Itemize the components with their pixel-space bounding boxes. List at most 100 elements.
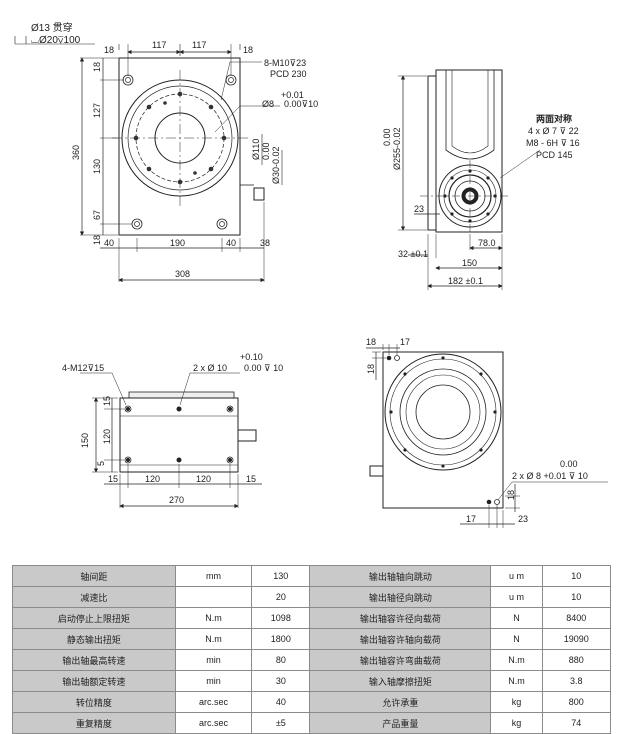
spec-value-cell: 10 <box>541 586 612 608</box>
spec-unit-cell: u m <box>490 586 543 608</box>
spec-unit-cell: arc.sec <box>174 712 253 734</box>
spec-unit-cell: arc.sec <box>174 691 253 713</box>
spec-value-cell: ±5 <box>251 712 311 734</box>
side-housing <box>435 69 503 233</box>
bottom-right-dim-side: 18 <box>366 364 376 374</box>
bottom-left-dim-bottom-4: 15 <box>246 474 256 484</box>
spec-unit-cell: kg <box>490 691 543 713</box>
side-note-line-2: M8 - 6H ⊽ 16 <box>526 138 580 148</box>
spec-unit-cell: N <box>490 607 543 629</box>
side-note-title: 两面对称 <box>536 113 572 124</box>
spec-label-cell: 静态输出扭矩 <box>12 628 176 650</box>
spec-label-cell: 重复精度 <box>12 712 176 734</box>
bottom-left-tol-lower: 0.00 ⊽ 10 <box>244 363 283 373</box>
front-dia-30-tol: 0.00 <box>261 142 271 160</box>
front-dia-110: Ø110 <box>251 139 261 160</box>
bottom-left-tol-upper: +0.10 <box>240 352 263 362</box>
spec-unit-cell: kg <box>490 712 543 734</box>
front-dim-bottom-3: 40 <box>226 238 236 248</box>
spec-unit-cell: min <box>174 649 253 671</box>
spec-label-cell: 输出轴容许径向载荷 <box>309 607 492 629</box>
front-callout-m10: 8-M10⊽23 <box>264 58 306 68</box>
front-dim-left-1: 18 <box>92 62 102 72</box>
spec-unit-cell: mm <box>174 565 253 587</box>
bottom-right-dim-top-1: 18 <box>366 337 376 347</box>
spec-value-cell: 880 <box>541 649 612 671</box>
front-view <box>14 36 283 283</box>
bottom-left-callout-pin: 2 x Ø 10 <box>193 363 227 373</box>
spec-value-cell: 74 <box>541 712 612 734</box>
bottom-right-view <box>366 344 608 528</box>
side-note-line-3: PCD 145 <box>536 150 573 160</box>
front-hole-note-2: ⌴Ø20⊽100 <box>31 35 81 46</box>
spec-label-cell: 输出轴容许轴向载荷 <box>309 628 492 650</box>
bottom-left-callout-m12: 4-M12⊽15 <box>62 363 104 373</box>
spec-label-cell: 输出轴容许弯曲载荷 <box>309 649 492 671</box>
spec-value-cell: 1098 <box>251 607 311 629</box>
spec-value-cell: 80 <box>251 649 311 671</box>
side-dim-150: 150 <box>462 258 477 268</box>
spec-unit-cell: min <box>174 670 253 692</box>
bottom-left-dim-left-1: 15 <box>102 396 112 406</box>
front-dim-top-3: 117 <box>192 40 206 50</box>
bottom-left-dim-left-4: 5 <box>96 461 106 466</box>
spec-label-cell: 输出轴额定转速 <box>12 670 176 692</box>
spec-label-cell: 减速比 <box>12 586 176 608</box>
side-dim-32: 32 ±0.1 <box>398 249 428 259</box>
front-dim-bottom-1: 40 <box>104 238 114 248</box>
side-dim-182: 182 ±0.1 <box>448 276 483 286</box>
bottom-right-tol-upper: 0.00 <box>560 459 578 469</box>
front-tol-upper: +0.01 <box>281 90 304 100</box>
side-dia-tol: 0.00 <box>382 128 392 146</box>
spec-value-cell: 800 <box>541 691 612 713</box>
spec-value-cell: 30 <box>251 670 311 692</box>
spec-unit-cell: N.m <box>490 670 543 692</box>
spec-value-cell: 19090 <box>541 628 612 650</box>
spec-value-cell: 130 <box>251 565 311 587</box>
spec-label-cell: 输出轴轴向跳动 <box>309 565 492 587</box>
spec-value-cell: 3.8 <box>541 670 612 692</box>
spec-label-cell: 允许承重 <box>309 691 492 713</box>
spec-value-cell: 1800 <box>251 628 311 650</box>
front-hole-note-1: Ø13 贯穿 <box>31 21 73 34</box>
spec-unit-cell: N.m <box>174 628 253 650</box>
side-note-line-1: 4 x Ø 7 ⊽ 22 <box>528 126 579 136</box>
spec-unit-cell <box>174 586 253 608</box>
front-body-outline <box>118 57 241 236</box>
side-left-shoulder <box>427 75 437 231</box>
spec-value-cell: 40 <box>251 691 311 713</box>
front-dim-left-6: 18 <box>92 235 102 245</box>
front-tol-lower: 0.00⊽10 <box>284 99 318 109</box>
front-dim-overall: 308 <box>175 269 190 279</box>
spec-label-cell: 产品重量 <box>309 712 492 734</box>
front-dim-left-4: 130 <box>92 159 102 174</box>
spec-label-cell: 转位精度 <box>12 691 176 713</box>
spec-value-cell: 10 <box>541 565 612 587</box>
spec-label-cell: 输出轴最高转速 <box>12 649 176 671</box>
bottom-right-dim-bottom-1: 17 <box>466 514 476 524</box>
bottom-right-shaft <box>369 465 384 477</box>
spec-value-cell: 8400 <box>541 607 612 629</box>
bottom-right-callout-pin: 2 x Ø 8 +0.01 ⊽ 10 <box>512 471 588 481</box>
side-dia-255: Ø255-0.02 <box>392 127 402 170</box>
spec-unit-cell: N.m <box>174 607 253 629</box>
front-shaft-stub <box>253 187 265 201</box>
front-bolt-holes <box>133 91 227 185</box>
spec-label-cell: 轴间距 <box>12 565 176 587</box>
side-view <box>398 69 541 290</box>
spec-label-cell: 启动停止上限扭矩 <box>12 607 176 629</box>
front-callout-pcd: PCD 230 <box>270 69 307 79</box>
bottom-right-bolt-holes <box>389 356 497 468</box>
bottom-left-dim-bottom-1: 15 <box>108 474 118 484</box>
side-dim-78: 78.0 <box>478 238 496 248</box>
bottom-left-dim-bottom-2: 120 <box>145 474 160 484</box>
